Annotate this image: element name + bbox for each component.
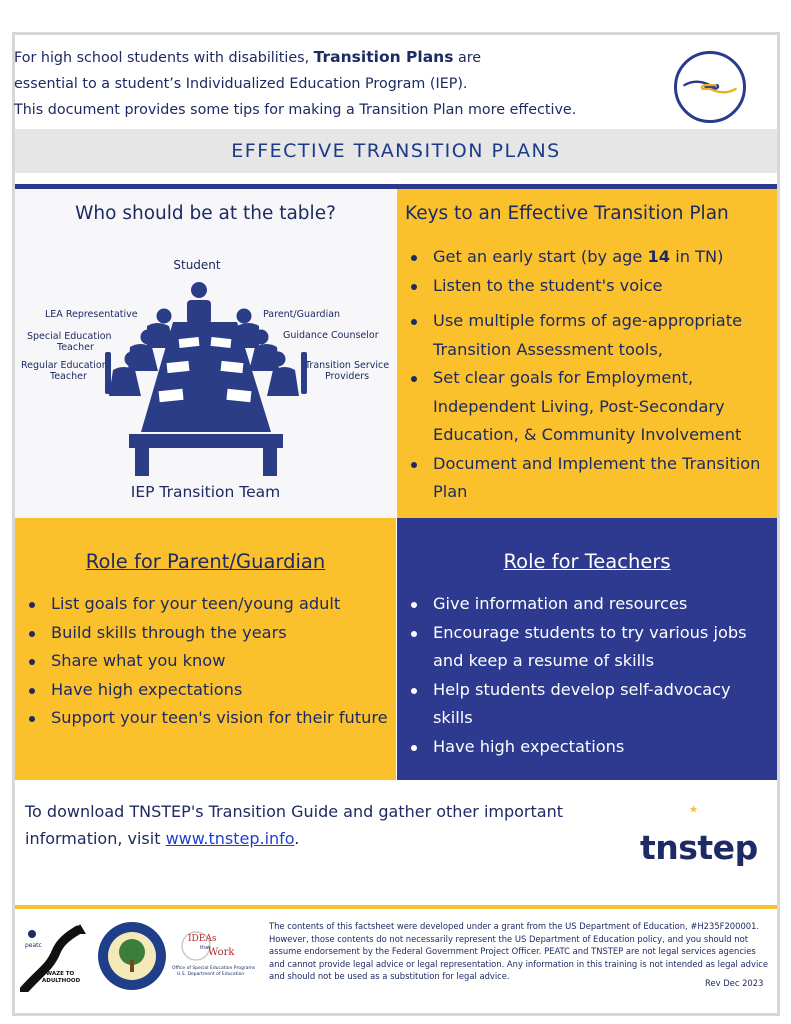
list-item: Build skills through the years <box>23 619 388 648</box>
transition-plans-term: Transition Plans <box>313 48 454 66</box>
bullet-icon <box>411 602 417 608</box>
role-lea: LEA Representative <box>45 309 138 320</box>
teachers-section: Role for Teachers Give information and r… <box>397 518 777 780</box>
svg-text:IDEAs: IDEAs <box>188 934 217 944</box>
list-item: Share what you know <box>23 647 388 676</box>
meeting-table-icon: Student LEA Representative Special Educa… <box>21 258 389 476</box>
list-item: Set clear goals for Employment, Independ… <box>405 364 770 450</box>
teachers-heading: Role for Teachers <box>503 550 671 573</box>
keys-section: Keys to an Effective Transition Plan Get… <box>397 189 777 518</box>
team-label: IEP Transition Team <box>130 483 281 501</box>
page-title: EFFECTIVE TRANSITION PLANS <box>231 140 561 162</box>
svg-text:U.S. Department of Education: U.S. Department of Education <box>177 971 244 977</box>
parent-list: List goals for your teen/young adult Bui… <box>23 590 388 733</box>
revision-date: Rev Dec 2023 <box>705 978 764 988</box>
intro-text: For high school students with disabiliti… <box>14 44 654 123</box>
list-item: Help students develop self-advocacy skil… <box>405 676 770 733</box>
intro-line-3: This document provides some tips for mak… <box>14 102 577 118</box>
hands-logo-icon <box>674 51 746 123</box>
parent-section: Role for Parent/Guardian List goals for … <box>15 518 396 780</box>
bullet-icon <box>411 687 417 694</box>
table-heading: Who should be at the table? <box>75 203 336 224</box>
intro-line-1: For high school students with disabiliti… <box>14 48 482 66</box>
list-item: Get an early start (by age 14 in TN) <box>405 243 770 272</box>
role-tsp-1: Transition Service <box>304 360 389 371</box>
list-item: Have high expectations <box>405 733 770 762</box>
role-student: Student <box>173 258 221 272</box>
table-section: Who should be at the table? Student LEA … <box>15 189 396 518</box>
bullet-icon <box>411 319 417 325</box>
bullet-icon <box>411 376 417 382</box>
bullet-icon <box>29 630 35 637</box>
ideas-that-work-logo: IDEAs that Work Office of Special Educat… <box>172 931 256 977</box>
role-reg-2: Teacher <box>49 371 87 382</box>
role-tsp-2: Providers <box>325 371 369 382</box>
department-of-education-seal-icon <box>98 922 166 990</box>
bullet-icon <box>411 283 417 290</box>
list-item: Give information and resources <box>405 590 770 619</box>
bullet-icon <box>411 630 417 637</box>
download-text: To download TNSTEP's Transition Guide an… <box>25 802 563 848</box>
bullet-icon <box>411 255 417 261</box>
parent-heading: Role for Parent/Guardian <box>85 550 326 573</box>
list-item: Listen to the student's voice <box>405 272 770 301</box>
role-reg-1: Regular Education <box>21 360 108 371</box>
role-guidance: Guidance Counselor <box>283 330 379 341</box>
list-item: Support your teen's vision for their fut… <box>23 704 388 733</box>
tnstep-star-icon <box>689 805 698 813</box>
bullet-icon <box>29 602 35 608</box>
bullet-icon <box>411 744 417 751</box>
bullet-icon <box>29 716 35 722</box>
list-item: Document and Implement the Transition Pl… <box>405 450 770 507</box>
teachers-list: Give information and resources Encourage… <box>405 590 770 761</box>
bullet-icon <box>29 687 35 694</box>
svg-text:Office of Special Education Pr: Office of Special Education Programs <box>172 965 256 971</box>
waze-to-adulthood-logo: peatc WAZE TO ADULTHOOD <box>20 924 86 992</box>
svg-text:that: that <box>200 945 210 951</box>
svg-text:ADULTHOOD: ADULTHOOD <box>42 978 81 984</box>
svg-text:WAZE TO: WAZE TO <box>46 971 74 977</box>
list-item: Have high expectations <box>23 676 388 705</box>
role-parent: Parent/Guardian <box>263 309 340 320</box>
role-sped-1: Special Education <box>27 331 112 342</box>
list-item: Use multiple forms of age-appropriate Tr… <box>405 307 770 364</box>
list-item: List goals for your teen/young adult <box>23 590 388 619</box>
role-sped-2: Teacher <box>56 342 94 353</box>
divider-line <box>15 184 777 189</box>
intro-line-2: essential to a student’s Individualized … <box>14 76 468 92</box>
svg-text:Work: Work <box>208 947 235 958</box>
bullet-icon <box>29 659 35 665</box>
keys-heading: Keys to an Effective Transition Plan <box>405 203 729 224</box>
disclaimer-text: The contents of this factsheet were deve… <box>269 921 769 981</box>
tnstep-link[interactable]: www.tnstep.info <box>165 829 295 848</box>
footer-divider <box>15 905 777 909</box>
title-band: EFFECTIVE TRANSITION PLANS <box>15 129 777 173</box>
svg-text:peatc: peatc <box>25 942 42 949</box>
list-item: Encourage students to try various jobs a… <box>405 619 770 676</box>
bullet-icon <box>411 461 417 468</box>
keys-list: Get an early start (by age 14 in TN) Lis… <box>405 243 770 507</box>
tnstep-logo: tnstep <box>640 828 758 867</box>
